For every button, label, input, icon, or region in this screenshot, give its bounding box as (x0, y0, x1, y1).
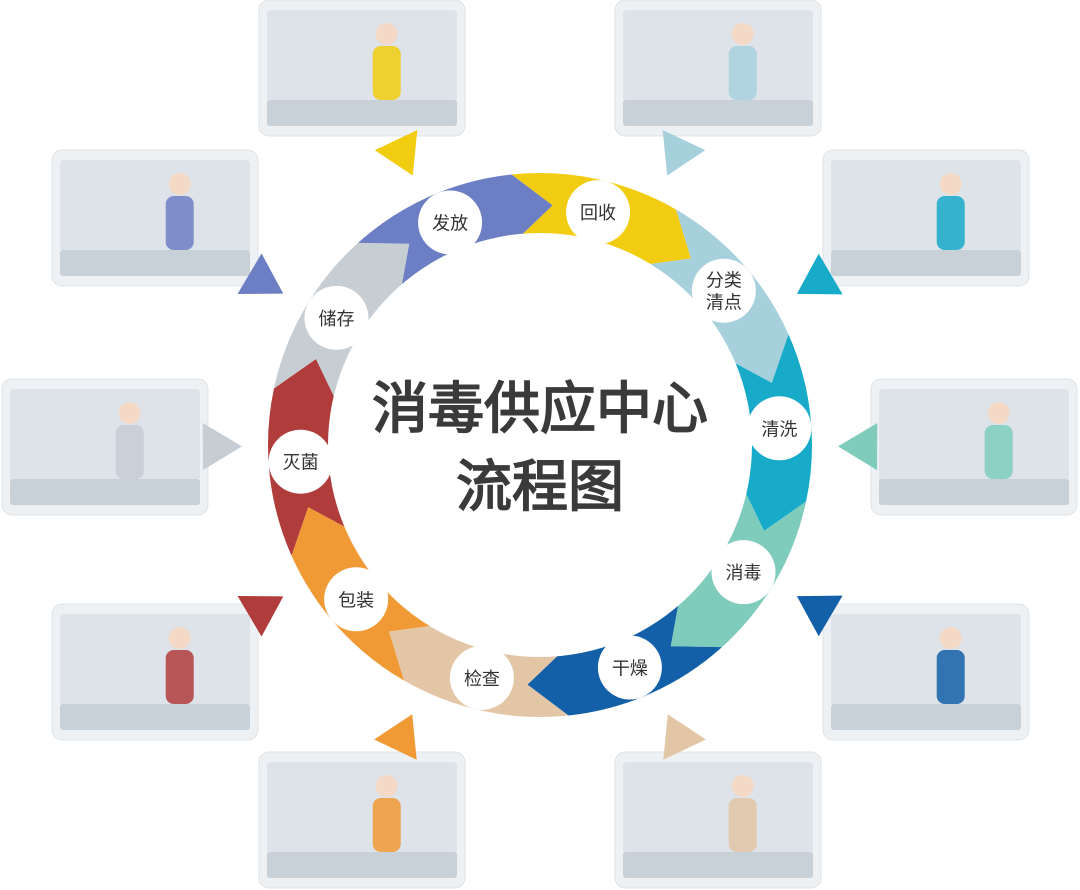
step-bubble (566, 180, 631, 245)
step-label: 储存 (318, 309, 354, 330)
process-photo (258, 0, 466, 137)
process-photo (258, 751, 466, 889)
step-bubble (324, 567, 389, 632)
step-label: 包装 (338, 590, 374, 611)
step-bubble (711, 540, 776, 605)
diagram-title-line2: 流程图 (456, 455, 624, 520)
step-label: 发放 (432, 213, 468, 234)
step-bubble (597, 635, 662, 700)
pointer-layer (202, 130, 878, 760)
step-label: 灭菌 (283, 453, 319, 474)
photo-pointer (796, 253, 843, 295)
process-photo (51, 603, 259, 741)
step-bubble (304, 285, 369, 350)
step-bubble (449, 645, 514, 710)
step-label: 消毒 (726, 563, 762, 584)
photo-pointer (202, 422, 243, 471)
photo-pointer (663, 714, 706, 760)
process-photo (822, 603, 1030, 741)
step-bubble (268, 429, 333, 494)
step-label: 清点 (706, 293, 742, 314)
process-photo (614, 751, 822, 889)
step-label: 干燥 (612, 659, 648, 680)
photo-pointer (662, 130, 706, 176)
photo-pointer (237, 595, 284, 637)
process-photo (870, 378, 1078, 516)
process-photo (822, 149, 1030, 287)
step-label: 分类 (706, 271, 742, 292)
diagram-title-line1: 消毒供应中心 (372, 377, 708, 442)
process-photo (51, 149, 259, 287)
process-photo (1, 378, 209, 516)
step-label: 回收 (580, 203, 616, 224)
step-label: 清洗 (761, 419, 797, 440)
photo-pointer (796, 595, 843, 637)
photo-pointer (837, 422, 878, 471)
step-bubble (418, 190, 483, 255)
process-photo (614, 0, 822, 137)
center-disc (328, 233, 752, 657)
step-bubble (691, 258, 756, 323)
photo-pointer (237, 253, 284, 295)
photo-pointer (374, 130, 418, 176)
step-bubble (747, 396, 812, 461)
step-label: 检查 (464, 669, 500, 690)
photo-pointer (374, 714, 417, 760)
